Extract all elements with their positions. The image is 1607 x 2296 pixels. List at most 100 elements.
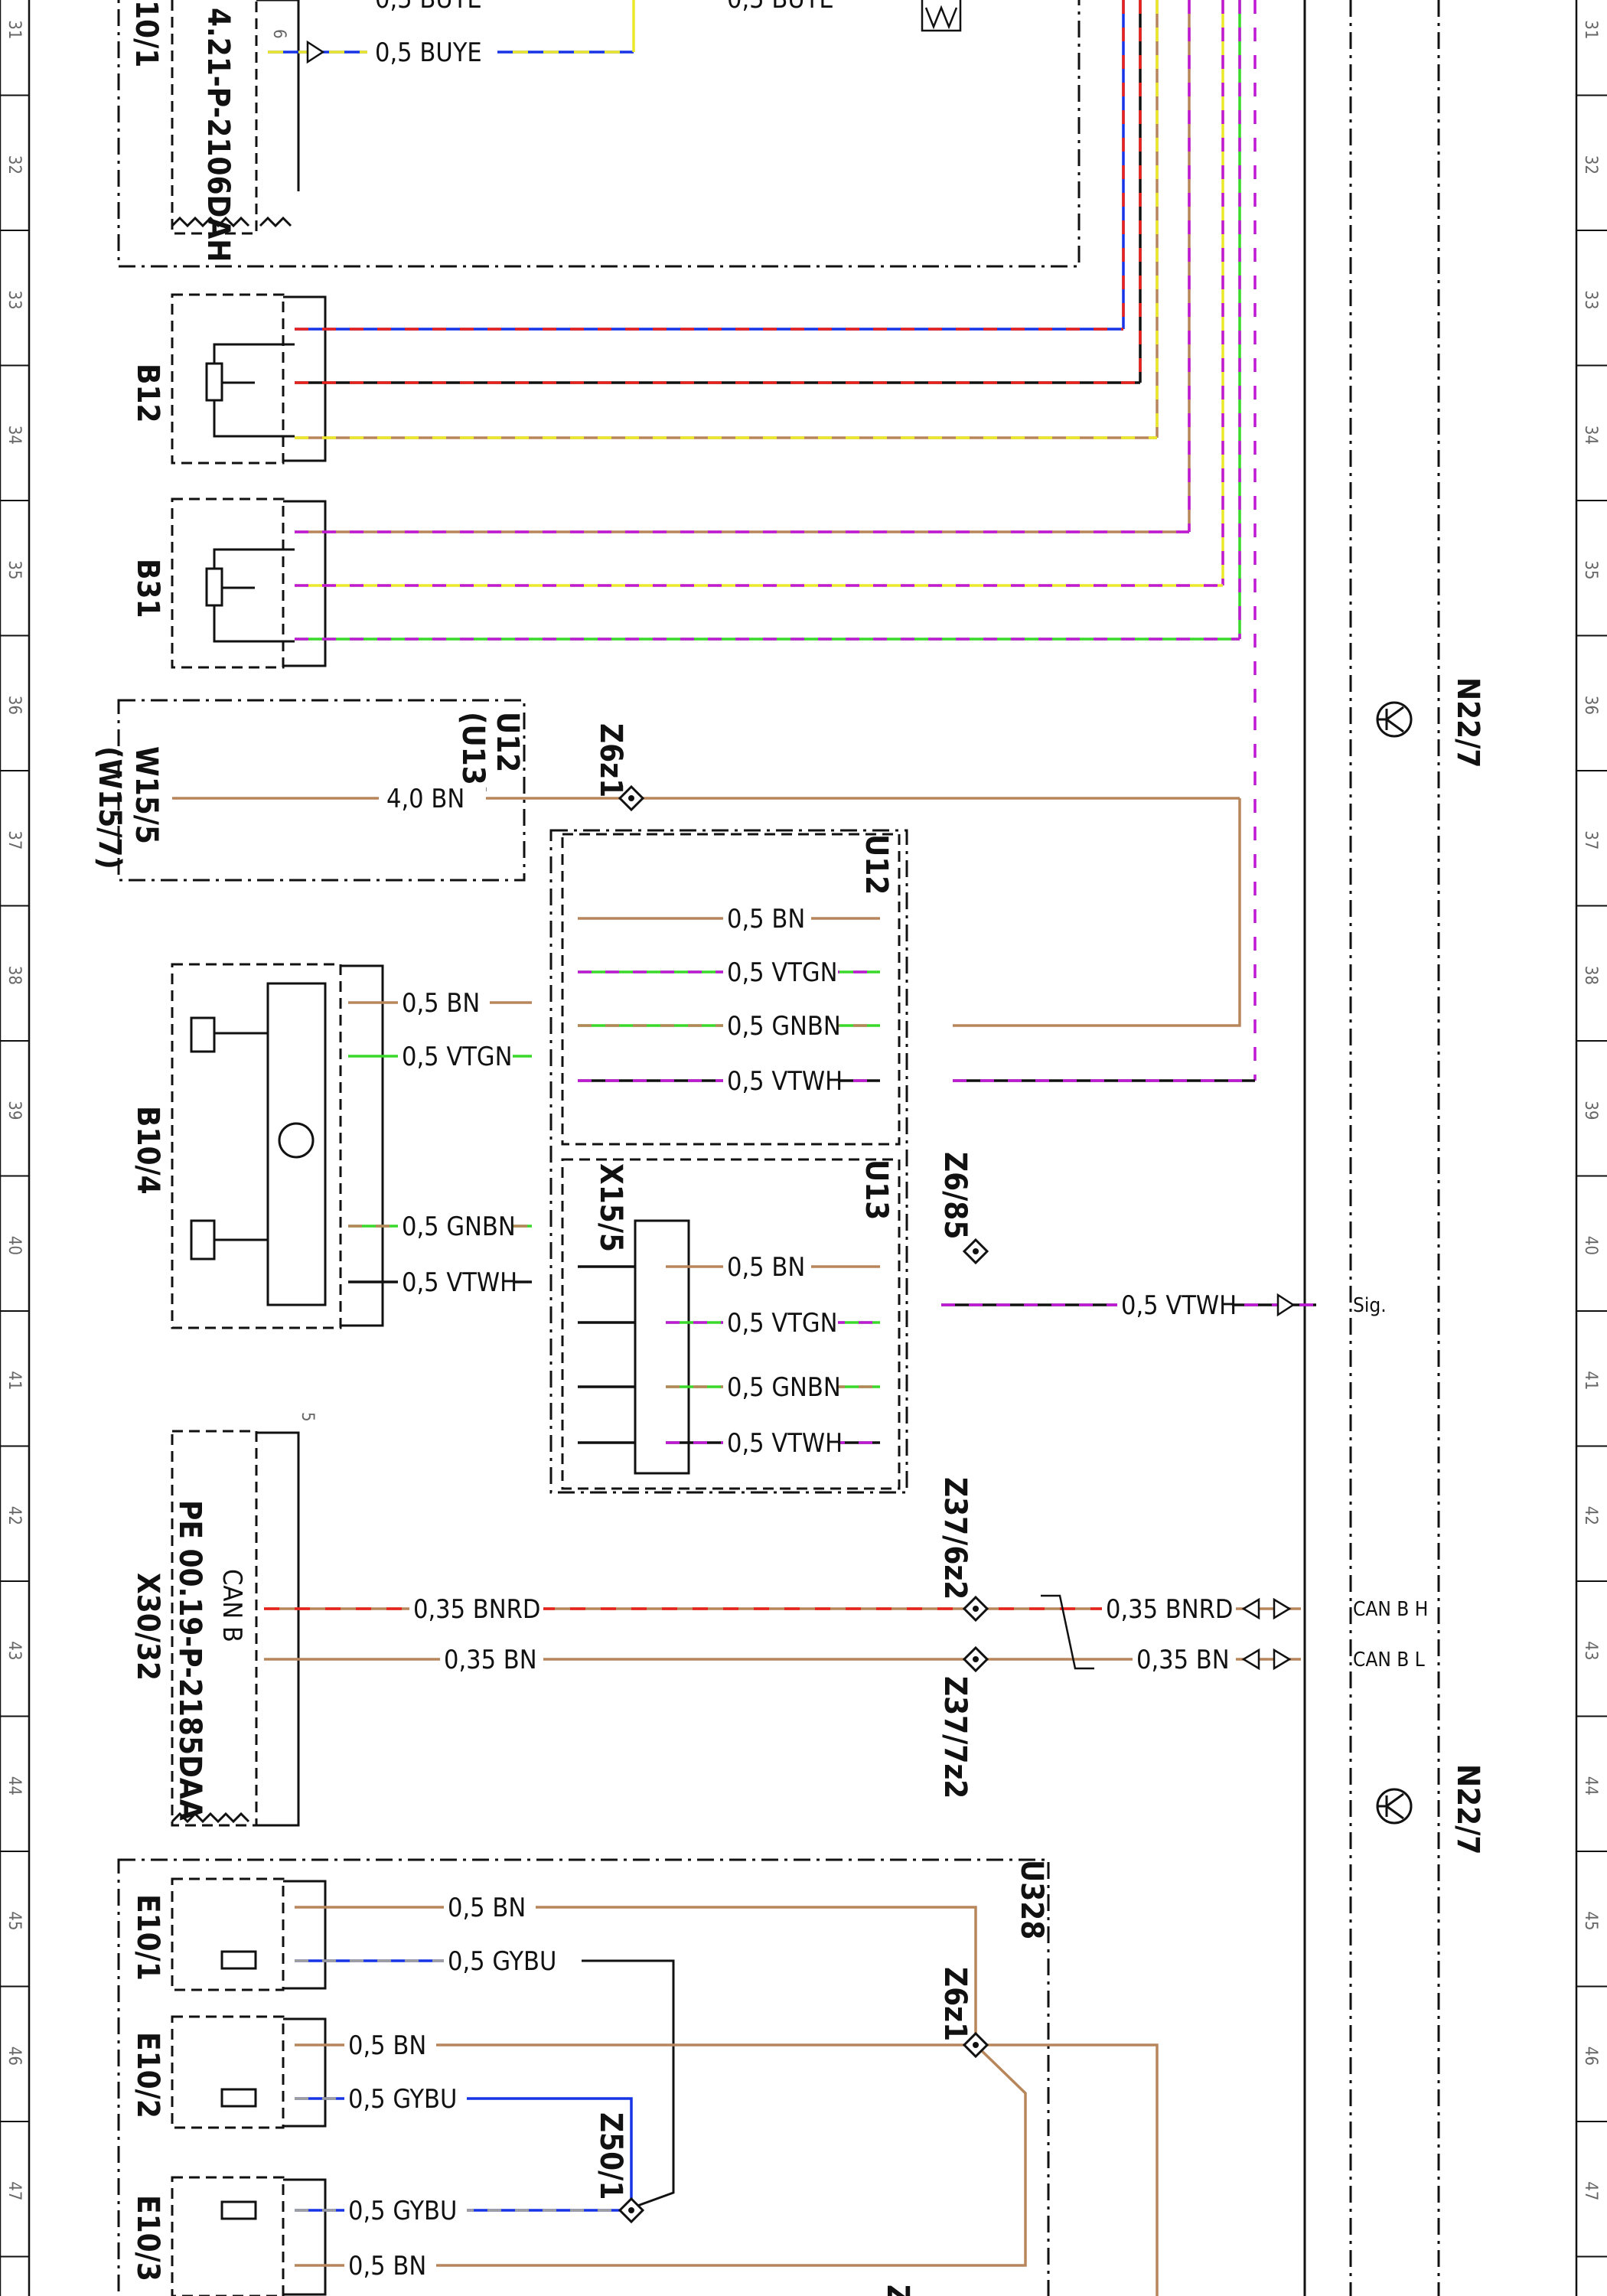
splice-partial: Z [880, 2285, 915, 2296]
component-u12-box: U12 [859, 834, 894, 895]
row-number: 38 [5, 966, 24, 985]
row-number: 46 [1581, 2047, 1600, 2066]
component-u328: U328 [1014, 1860, 1049, 1939]
wire-label: 0,5 BN [402, 988, 480, 1019]
wire-label: 0,5 GYBU [348, 2196, 457, 2226]
wire-label: 0,5 BUYE [727, 0, 834, 15]
row-number: 35 [1581, 560, 1600, 579]
wire-label: 0,5 GYBU [448, 1946, 556, 1977]
u12-wires [578, 917, 1255, 1082]
component-u13-box: U13 [859, 1159, 894, 1220]
wire-label: 0,5 VTWH [1121, 1290, 1237, 1321]
wire-label: 0,5 BN [727, 1252, 805, 1283]
row-number: 42 [5, 1506, 24, 1525]
wire-label: 0,5 VTWH [402, 1267, 517, 1298]
wire-label: 0,5 BN [448, 1893, 526, 1923]
row-number: 36 [1581, 696, 1600, 715]
row-number: 47 [5, 2181, 24, 2200]
row-number: 31 [1581, 20, 1600, 39]
row-number: 43 [5, 1641, 24, 1660]
component-x30-32-box [171, 1430, 300, 1827]
terminal-can-b-l: CAN B L [1353, 1649, 1425, 1671]
terminal-can-b-h: CAN B H [1353, 1598, 1428, 1621]
component-b12-box [171, 293, 327, 465]
row-number: 45 [5, 1911, 24, 1930]
row-number: 43 [1581, 1641, 1600, 1660]
wire-label: 0,5 BN [348, 2030, 426, 2061]
terminal-sig: Sig. [1353, 1294, 1387, 1317]
pin-number: 6 [269, 29, 288, 39]
row-number: 40 [5, 1236, 24, 1255]
component-can-b: CAN B [217, 1569, 247, 1642]
component-b12: B12 [130, 364, 165, 423]
row-number: 33 [5, 290, 24, 309]
row-number: 32 [1581, 155, 1600, 174]
row-number: 38 [1581, 966, 1600, 985]
pin-number: 5 [298, 1412, 317, 1422]
row-number: 36 [5, 696, 24, 715]
row-number: 32 [5, 155, 24, 174]
row-number: 42 [1581, 1506, 1600, 1525]
wire-label: 0,35 BN [444, 1645, 537, 1675]
row-number: 40 [1581, 1236, 1600, 1255]
wire-label: 0,5 VTWH [727, 1428, 843, 1459]
splice-icon [618, 2197, 645, 2224]
splice-z6z1: Z6z1 [593, 723, 628, 797]
wire-4bn [172, 797, 1241, 1027]
ground-connector-box [117, 699, 526, 882]
component-u12: U12 [490, 712, 525, 772]
harness-verticals [1122, 0, 1257, 1081]
row-number: 41 [5, 1371, 24, 1390]
component-u13: (U13) [455, 712, 491, 797]
transistor-icon [1376, 1788, 1413, 1825]
wire-label: 0,5 VTGN [727, 1308, 838, 1339]
u13-wires [578, 1265, 880, 1444]
row-number: 34 [5, 426, 24, 445]
row-number: 37 [1581, 830, 1600, 850]
component-e10-1: E10/1 [130, 1894, 165, 1981]
component-b31-box [171, 497, 327, 669]
row-number: 37 [5, 830, 24, 850]
x15-5-connector [634, 1219, 690, 1475]
transistor-icon [1376, 701, 1413, 738]
wire-label: 0,35 BN [1136, 1645, 1230, 1675]
component-doc: 4.21-P-2106DAH [200, 8, 236, 262]
b12-wires [295, 328, 1157, 439]
row-number: 39 [1581, 1101, 1600, 1120]
component-w15-7: (W15/7) [92, 746, 127, 869]
row-number: 33 [1581, 290, 1600, 309]
wire-label: 0,5 VTGN [402, 1042, 513, 1072]
component-w15-5: W15/5 [129, 746, 164, 844]
row-number: 44 [5, 1776, 24, 1795]
component-b10-4: B10/4 [130, 1106, 165, 1195]
wire-label: 0,5 GNBN [402, 1212, 516, 1242]
splice-z50-1: Z50/1 [593, 2112, 628, 2200]
b31-wires [295, 530, 1240, 641]
wire-label: 0,5 GYBU [348, 2084, 457, 2115]
component-x30-32: X30/32 [130, 1573, 165, 1681]
wire-label: 0,5 BUYE [375, 38, 482, 68]
top-connector-region [117, 0, 1081, 268]
wire-label: 0,35 BNRD [413, 1594, 540, 1625]
row-grid [0, 94, 1607, 2258]
wire-label: 0,5 VTGN [727, 957, 838, 988]
wire-label: 0,5 GNBN [727, 1372, 841, 1403]
n22-7-bus [1303, 0, 1440, 2296]
splice-icon [962, 2031, 989, 2059]
component-n22-7: N22/7 [1450, 1764, 1485, 1854]
row-number: 41 [1581, 1371, 1600, 1390]
u12-u13-housing [549, 829, 908, 1494]
wire-label: 0,5 BN [727, 904, 805, 934]
splice-z6z1: Z6z1 [937, 1967, 973, 2041]
component-ref: 10/1 [129, 0, 164, 67]
splice-z37-6z2: Z37/6z2 [937, 1477, 973, 1600]
component-b31: B31 [130, 559, 165, 618]
wire-label: 4,0 BN [386, 784, 464, 814]
row-number: 44 [1581, 1776, 1600, 1795]
component-e10-2: E10/2 [130, 2032, 165, 2118]
row-number: 34 [1581, 426, 1600, 445]
component-pe-doc: PE 00.19-P-2185DAA [172, 1500, 207, 1821]
splice-icon [962, 1595, 989, 1623]
